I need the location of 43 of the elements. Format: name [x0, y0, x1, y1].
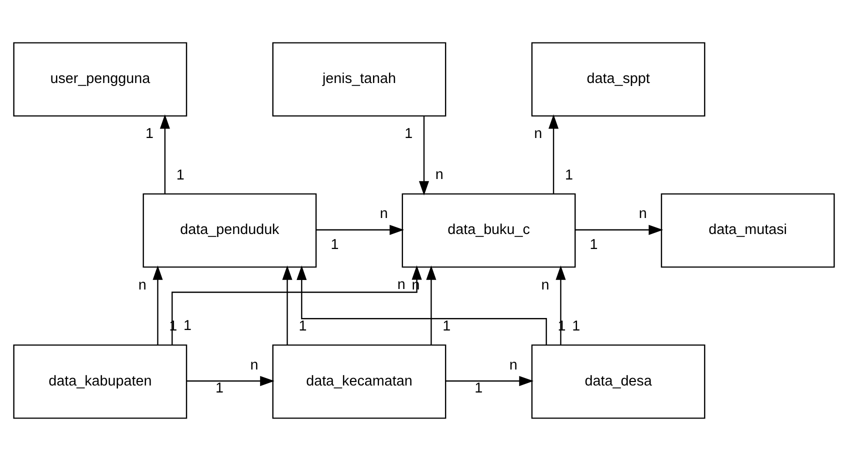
node-box: data_sppt: [531, 42, 706, 117]
label: 1: [404, 126, 413, 142]
arrow: [160, 114, 170, 194]
edge-label: 1: [216, 380, 224, 397]
arrow: [296, 266, 547, 345]
node-box: jenis_tanah: [272, 42, 446, 117]
node-box: data_kabupaten: [13, 344, 188, 419]
arrow: [426, 265, 436, 346]
label: 1: [184, 318, 192, 334]
arrow: [152, 265, 163, 346]
label: n: [638, 206, 647, 222]
arrow: [316, 224, 404, 235]
arrow: [186, 376, 274, 386]
arrow: [446, 376, 534, 386]
arrow: [575, 224, 664, 235]
label: n: [509, 357, 518, 374]
label: n: [138, 277, 146, 294]
arrow: [172, 265, 422, 345]
label: 1: [146, 126, 154, 142]
label: n: [541, 277, 550, 294]
node-box: user_pengguna: [13, 42, 188, 117]
label: 1: [330, 237, 339, 254]
label: 1: [442, 318, 451, 334]
node-box: data_desa: [531, 344, 706, 419]
label: 1: [572, 318, 580, 334]
node-box: data_buku_c: [402, 193, 576, 268]
label: n: [250, 357, 258, 374]
label: 1: [564, 167, 573, 184]
node-box: data_kecamatan: [272, 344, 446, 419]
label: n: [435, 167, 444, 184]
arrow: [418, 116, 430, 196]
label: 1: [176, 167, 184, 184]
label: n: [380, 206, 388, 222]
node-box: data_penduduk: [142, 193, 317, 268]
label: n: [397, 277, 406, 294]
label: n: [534, 126, 542, 142]
node-box: data_mutasi: [660, 193, 835, 268]
arrow: [556, 265, 566, 346]
label: 1: [298, 318, 307, 334]
edge-label: 1: [474, 380, 483, 397]
arrow: [282, 265, 292, 346]
arrow: [548, 114, 559, 194]
label: 1: [590, 237, 598, 254]
